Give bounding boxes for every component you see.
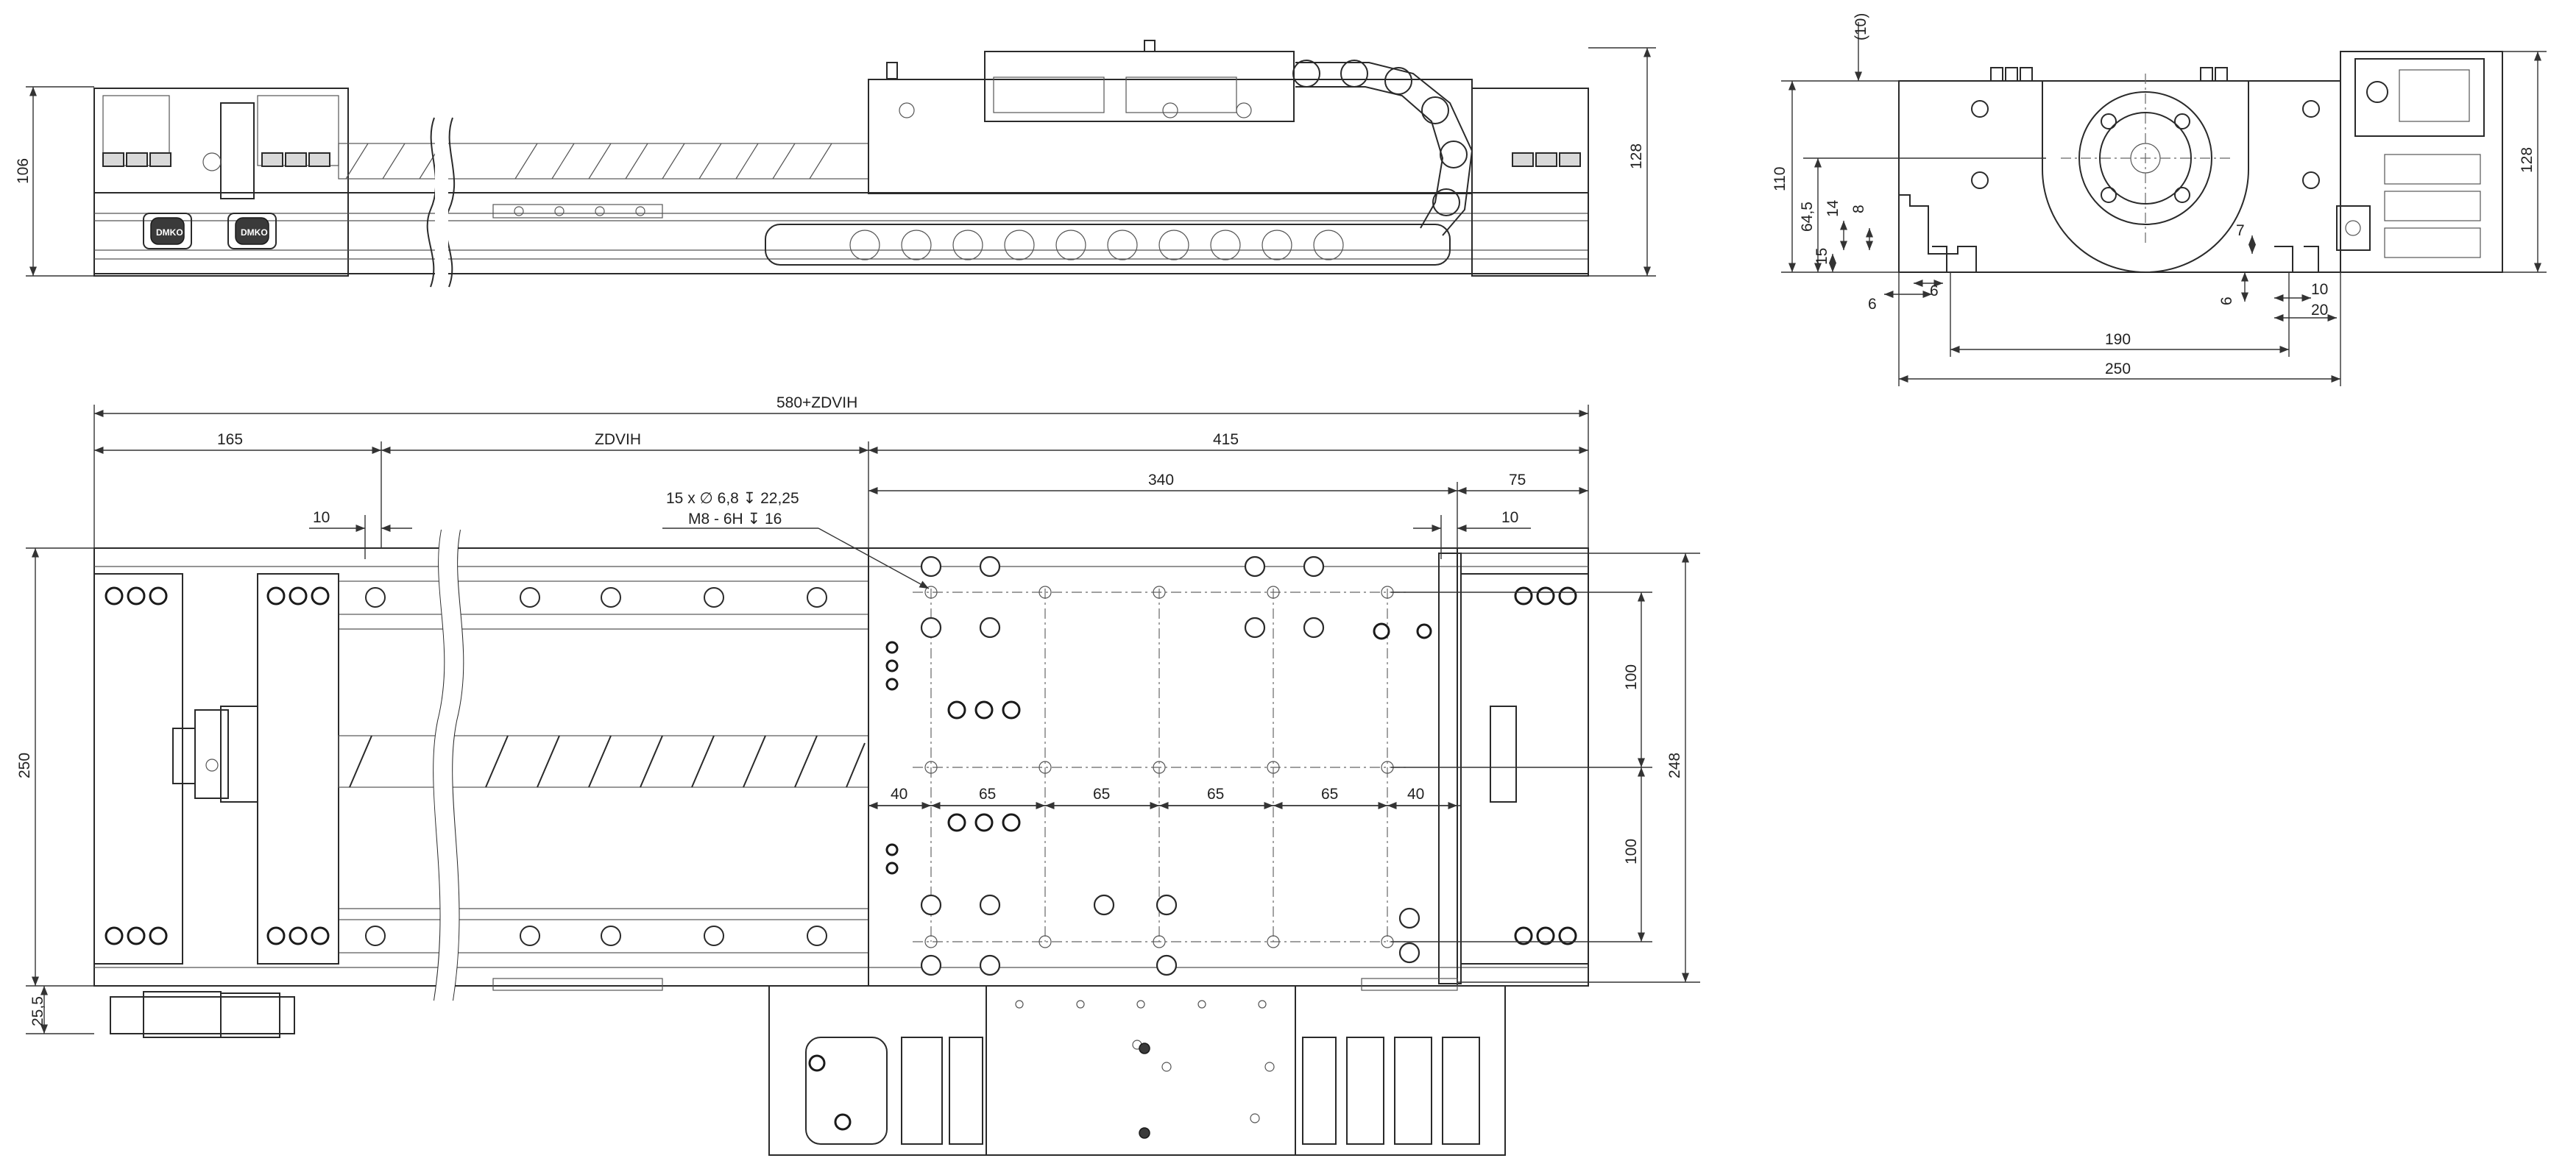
dim-7: 7 (2236, 222, 2245, 239)
carriage-grid (913, 586, 1406, 948)
dim-340: 340 (1148, 472, 1174, 489)
dim-25-5: 25,5 (29, 996, 46, 1026)
dim-total-length: 580+ZDVIH (776, 394, 857, 411)
dim-20: 20 (2311, 302, 2328, 319)
hole-note-line-2: M8 - 6H ↧ 16 (688, 511, 782, 528)
hole-note-line-1: 15 x ∅ 6,8 ↧ 22,25 (666, 490, 799, 507)
limit-switch-left: DMKO DMKO (143, 213, 277, 249)
dim-65-3: 65 (1207, 786, 1224, 803)
dim-165: 165 (217, 431, 243, 448)
dim-65-2: 65 (1093, 786, 1110, 803)
dim-65-4: 65 (1321, 786, 1338, 803)
dim-190: 190 (2105, 331, 2131, 348)
dim-75: 75 (1509, 472, 1526, 489)
dim-6-a: 6 (1868, 296, 1877, 313)
dim-106: 106 (15, 158, 32, 184)
dim-10-left: 10 (313, 509, 330, 526)
svg-text:DMKO: DMKO (241, 227, 268, 238)
top-side-view: DMKO DMKO (15, 40, 1656, 294)
dim-250-end: 250 (2105, 361, 2131, 377)
dim-40-right: 40 (1407, 786, 1424, 803)
dim-14: 14 (1825, 199, 1841, 217)
dim-250-plan: 250 (16, 753, 33, 778)
dim-6-b: 6 (1930, 283, 1939, 299)
end-view: (10) 110 64,5 14 8 15 6 6 7 6 10 20 190 … (1772, 13, 2547, 386)
plan-view: 580+ZDVIH 165 ZDVIH 415 340 75 10 10 15 … (16, 394, 1700, 1156)
dim-248: 248 (1666, 753, 1683, 778)
dim-15: 15 (1814, 248, 1830, 265)
dim-64-5: 64,5 (1799, 202, 1816, 232)
dim-128-end: 128 (2519, 147, 2536, 173)
dim-zdvih: ZDVIH (595, 431, 641, 448)
dim-6-c: 6 (2218, 296, 2235, 305)
dim-10-paren: (10) (1853, 13, 1869, 40)
dim-65-1: 65 (979, 786, 996, 803)
dim-10-end: 10 (2311, 281, 2328, 298)
dim-100-top: 100 (1623, 664, 1640, 690)
dim-8: 8 (1850, 205, 1867, 213)
dim-40-left: 40 (891, 786, 907, 803)
dim-110: 110 (1772, 167, 1788, 191)
dim-128-top: 128 (1628, 143, 1645, 169)
dim-415: 415 (1213, 431, 1239, 448)
dim-100-bottom: 100 (1623, 839, 1640, 864)
dim-10-right: 10 (1501, 509, 1518, 526)
svg-text:DMKO: DMKO (156, 227, 183, 238)
